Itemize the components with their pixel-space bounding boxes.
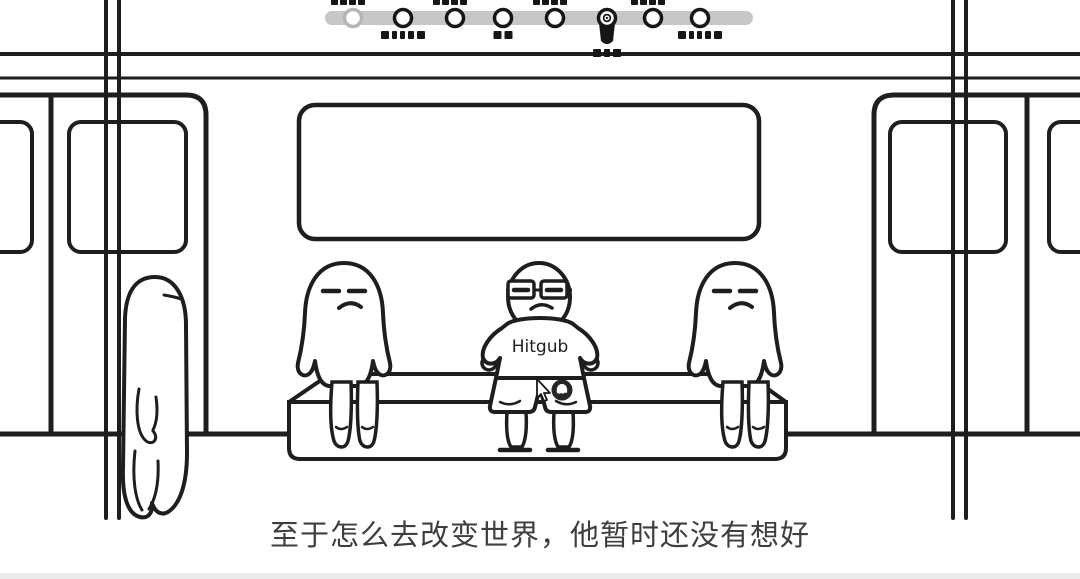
left-door [0,92,209,433]
current-station-glyph [602,13,612,23]
station-name-redacted [451,0,458,5]
station-circle-2 [392,7,414,29]
left-door-frame [0,92,209,433]
station-name-redacted [649,0,656,5]
station-name-redacted [442,0,449,5]
station-name-redacted [408,31,414,39]
station-name-redacted [678,31,686,39]
station-name-redacted [613,49,621,57]
mouse-cursor-icon [536,378,551,402]
right-door-frame [871,92,1080,433]
station-name-redacted [697,31,702,39]
station-name-redacted [340,0,347,5]
route-stations [331,0,722,57]
right-door-window-outer [1047,120,1080,254]
station-circle-3 [444,7,466,29]
left-door-window-inner [67,120,188,254]
right-leg [551,410,576,449]
handrail-pole-left [104,0,121,520]
station-name-redacted [551,0,558,5]
station-name-redacted [631,0,638,5]
station-name-redacted [705,31,711,39]
station-circle-7 [642,7,664,29]
station-name-redacted [504,31,513,39]
station-name-redacted [689,31,694,39]
protagonist: Hitgub [480,261,600,453]
handrail-pole-right [951,0,968,520]
right-door [871,92,1080,433]
left-door-window-outer [0,120,34,254]
station-name-redacted [433,0,440,5]
station-name-redacted [349,0,356,5]
route-map [325,0,753,57]
shorts-creases [498,399,578,406]
station-name-redacted [604,49,610,57]
station-name-redacted [417,31,425,39]
station-name-redacted [542,0,549,5]
station-name-redacted [493,31,502,39]
caption: 至于怎么去改变世界，他暂时还没有想好 [269,518,810,552]
standing-passenger-detail [162,293,183,301]
station-name-redacted [392,31,397,39]
station-name-redacted [640,0,647,5]
center-window [296,102,762,242]
station-circle-4 [492,7,514,29]
station-circle-1 [342,7,364,29]
octocat-badge-glyph [556,384,568,394]
station-name-redacted [358,0,365,5]
standing-passenger [120,275,189,520]
station-name-redacted [460,0,467,5]
standing-passenger-leg-crease-left [132,449,144,512]
tshirt [480,316,600,380]
station-name-redacted [658,0,665,5]
right-door-window-inner [888,120,1008,254]
station-name-redacted [400,31,405,39]
current-station-dot [605,16,609,20]
station-name-redacted [560,0,567,5]
bottom-strip [0,573,1080,579]
standing-passenger-leg-crease-right [147,459,160,511]
station-name-redacted [593,49,601,57]
station-name-redacted [533,0,540,5]
standing-passenger-arm [135,387,158,445]
station-name-redacted [381,31,389,39]
frown-mouth [529,303,554,311]
standing-passenger-arm-crease [151,395,159,432]
shirt-label: Hitgub [512,337,569,357]
station-circle-5 [544,7,566,29]
left-leg [504,410,529,449]
station-name-redacted [714,31,722,39]
bench-base [287,400,788,461]
station-circle-8 [689,7,711,29]
route-line [325,11,753,25]
station-name-redacted [331,0,338,5]
